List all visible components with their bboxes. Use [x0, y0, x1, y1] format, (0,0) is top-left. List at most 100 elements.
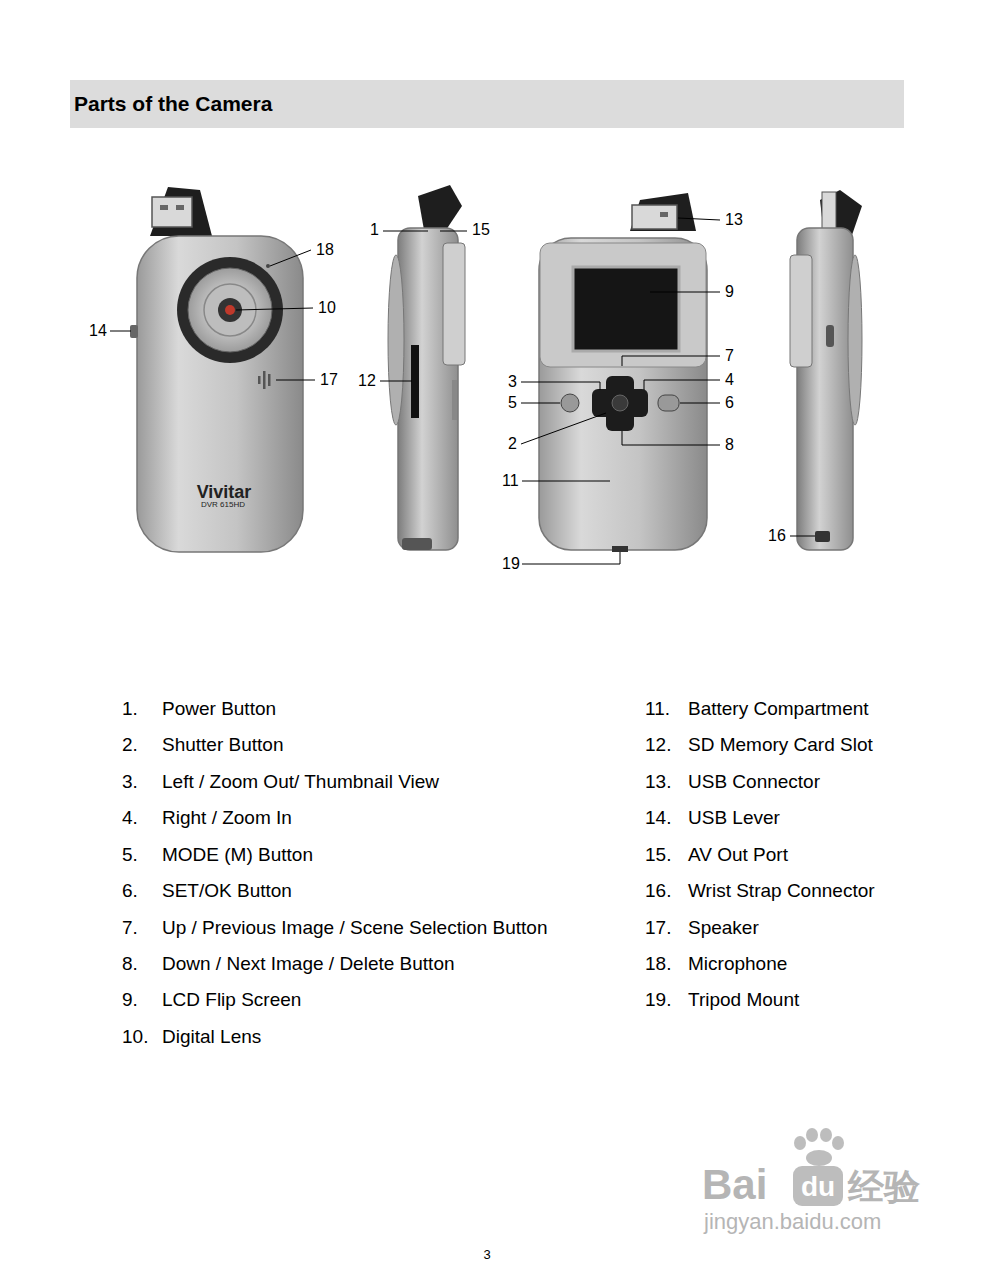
- watermark-logo: [793, 1166, 843, 1206]
- part-name: SD Memory Card Slot: [688, 733, 873, 757]
- part-name: AV Out Port: [688, 843, 788, 867]
- list-number: 2.: [122, 733, 138, 757]
- part-name: Microphone: [688, 952, 787, 976]
- watermark-logo: [820, 1128, 832, 1142]
- model-number: DVR 615HD: [201, 500, 245, 510]
- list-number: 15.: [645, 843, 671, 867]
- front-view: [150, 187, 212, 236]
- list-number: 8.: [122, 952, 138, 976]
- list-number: 3.: [122, 770, 138, 794]
- list-number: 13.: [645, 770, 671, 794]
- watermark: du: [801, 1169, 835, 1204]
- callout-number: 17: [320, 370, 338, 390]
- callout-number: 18: [316, 240, 334, 260]
- list-number: 9.: [122, 988, 138, 1012]
- leader-lines: [622, 431, 720, 445]
- page-number: 3: [483, 1247, 490, 1263]
- part-name: MODE (M) Button: [162, 843, 313, 867]
- back-view: [592, 389, 648, 417]
- callout-number: 9: [725, 282, 734, 302]
- right-side-view: [790, 190, 862, 550]
- callout-number: 4: [725, 370, 734, 390]
- front-view: [160, 205, 168, 210]
- watermark-logo: [793, 1128, 844, 1206]
- callout-number: 5: [508, 393, 517, 413]
- leader-lines: [790, 536, 815, 537]
- back-view: [632, 205, 677, 229]
- leader-lines: [521, 403, 560, 404]
- callout-number: 8: [725, 435, 734, 455]
- part-name: Left / Zoom Out/ Thumbnail View: [162, 770, 439, 794]
- leader-lines: [680, 403, 720, 404]
- part-name: Power Button: [162, 697, 276, 721]
- watermark: Bai: [702, 1158, 767, 1211]
- leader-lines: [650, 292, 720, 293]
- leader-lines: [383, 231, 428, 232]
- callout-number: 15: [472, 220, 490, 240]
- list-number: 12.: [645, 733, 671, 757]
- list-number: 5.: [122, 843, 138, 867]
- page-title: Parts of the Camera: [70, 80, 904, 128]
- callout-number: 19: [502, 554, 520, 574]
- left-side-view: [402, 538, 432, 550]
- left-side-view: [452, 380, 457, 420]
- left-side-view: [388, 185, 465, 550]
- part-name: USB Connector: [688, 770, 820, 794]
- part-name: Up / Previous Image / Scene Selection Bu…: [162, 916, 548, 940]
- list-number: 14.: [645, 806, 671, 830]
- list-number: 11.: [645, 697, 670, 721]
- front-view: [266, 264, 270, 268]
- back-view: [561, 394, 579, 412]
- leader-lines: [110, 218, 815, 564]
- left-side-view: [411, 345, 419, 418]
- front-view: [130, 325, 138, 338]
- callout-number: 14: [89, 321, 107, 341]
- list-number: 10.: [122, 1025, 148, 1049]
- leader-lines: [522, 552, 620, 564]
- front-view: [263, 371, 266, 389]
- callout-number: 3: [508, 372, 517, 392]
- back-view: [540, 243, 706, 367]
- callout-number: 16: [768, 526, 786, 546]
- leader-lines: [276, 380, 315, 381]
- front-view: [177, 257, 283, 363]
- back-view: [539, 238, 707, 550]
- left-side-view: [418, 185, 462, 230]
- right-side-view: [826, 325, 834, 347]
- part-name: Tripod Mount: [688, 988, 799, 1012]
- leader-lines: [440, 231, 467, 232]
- right-side-view: [848, 255, 862, 425]
- leader-lines: [236, 308, 313, 310]
- callout-number: 6: [725, 393, 734, 413]
- list-number: 18.: [645, 952, 671, 976]
- heading-band: Parts of the Camera: [70, 80, 904, 128]
- list-number: 4.: [122, 806, 138, 830]
- back-view: [660, 212, 668, 217]
- part-name: Down / Next Image / Delete Button: [162, 952, 455, 976]
- left-side-view: [443, 243, 465, 365]
- right-side-view: [790, 255, 812, 367]
- back-view: [612, 395, 628, 411]
- watermark-logo: [832, 1136, 844, 1150]
- part-name: Battery Compartment: [688, 697, 869, 721]
- back-view: [630, 193, 696, 231]
- list-number: 16.: [645, 879, 671, 903]
- watermark-logo: [806, 1150, 832, 1166]
- callout-number: 7: [725, 346, 734, 366]
- front-view: [137, 236, 303, 552]
- front-view: [225, 305, 235, 315]
- leader-lines: [678, 218, 720, 220]
- leader-lines: [622, 356, 720, 366]
- part-name: LCD Flip Screen: [162, 988, 301, 1012]
- back-view: [658, 395, 679, 411]
- left-side-view: [388, 255, 404, 425]
- front-view: [176, 205, 184, 210]
- part-name: Shutter Button: [162, 733, 283, 757]
- front-view: [268, 374, 271, 386]
- right-side-view: [815, 531, 830, 542]
- watermark-logo: [794, 1136, 806, 1150]
- list-number: 17.: [645, 916, 671, 940]
- list-number: 1.: [122, 697, 138, 721]
- leader-lines: [380, 381, 412, 382]
- part-name: Right / Zoom In: [162, 806, 292, 830]
